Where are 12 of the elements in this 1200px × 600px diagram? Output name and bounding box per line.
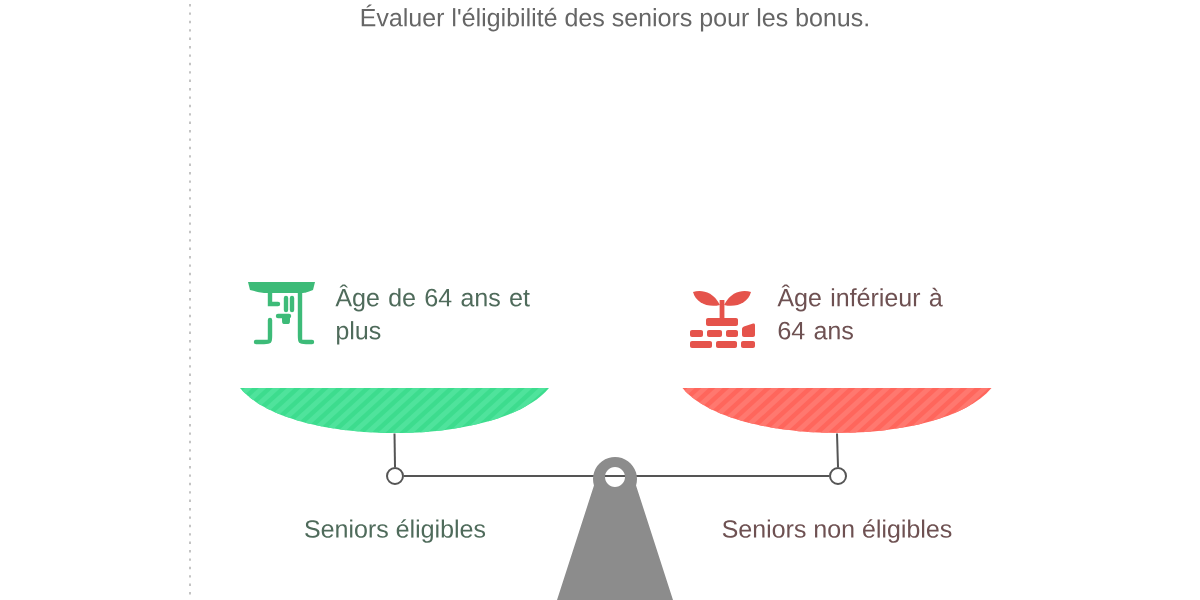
hanger-line [836,432,839,468]
title: Évaluer l'éligibilité des seniors pour les bonus. [361,4,868,32]
heading: Âge de 64 ans et plus [335,284,530,345]
pivot-ring [386,467,404,485]
heading: Âge inférieur à 64 ans [777,284,943,340]
balance-pan [240,388,549,433]
beam [403,475,830,477]
hanger-line [393,432,396,468]
outcome-label: Seniors éligibles [305,519,486,543]
pivot-ring [829,467,847,485]
balance-pan [682,388,992,433]
outcome-label: Seniors non éligibles [722,519,952,543]
